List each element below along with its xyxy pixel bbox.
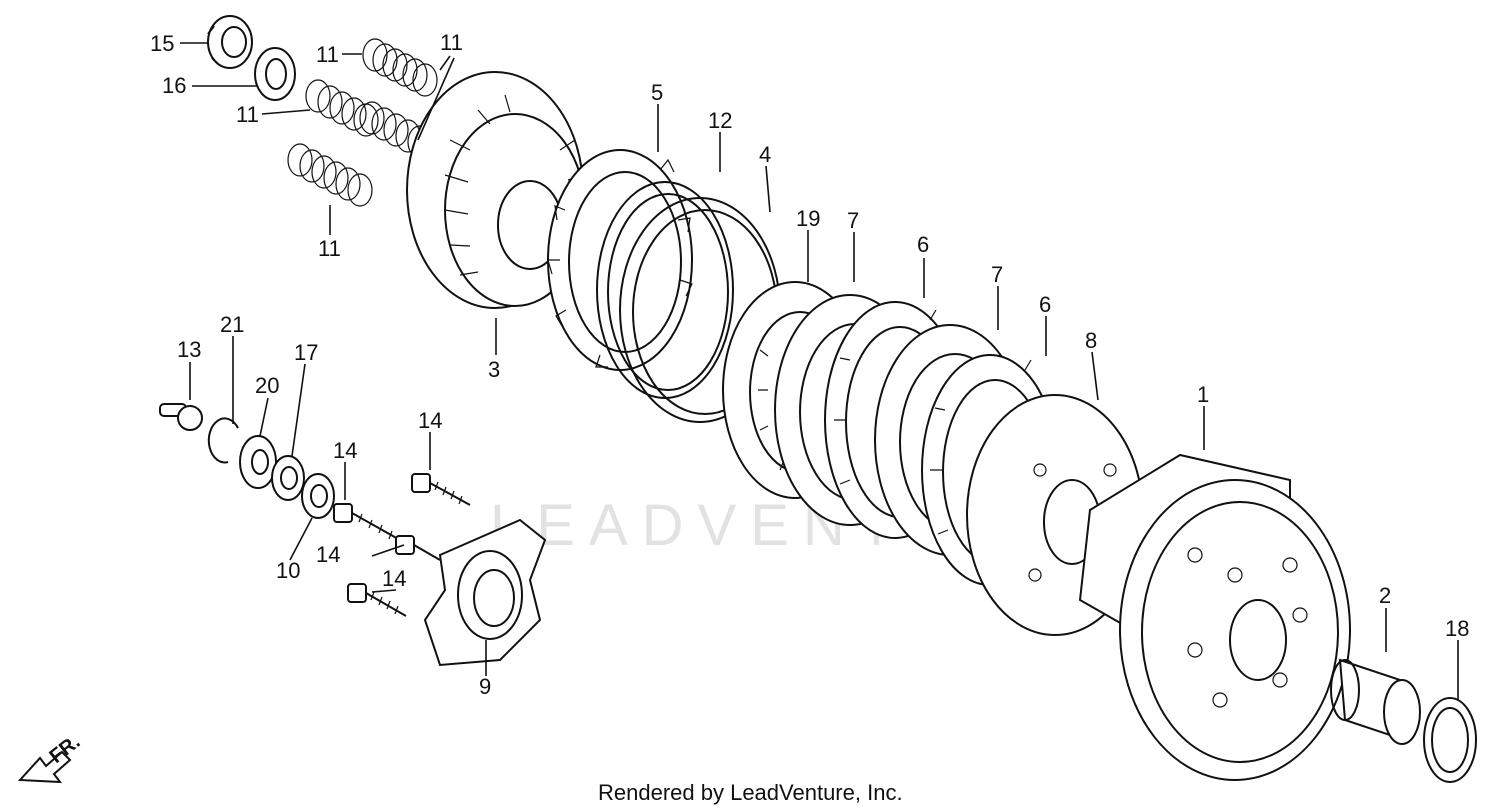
callout-11: 11 [316, 42, 339, 67]
callout-20: 20 [255, 373, 279, 398]
callout-10: 10 [276, 558, 300, 583]
front-arrow-icon [17, 750, 72, 784]
callout-16: 16 [162, 73, 186, 98]
part-15-lock-nut [207, 15, 253, 69]
callout-labels: 15 16 11 11 11 11 3 5 12 4 19 7 6 7 6 8 … [150, 30, 1469, 699]
callout-14: 14 [333, 438, 357, 463]
callout-14: 14 [316, 542, 340, 567]
callout-14: 14 [418, 408, 442, 433]
callout-11: 11 [236, 102, 259, 127]
part-21-circlip [207, 417, 239, 464]
callout-19: 19 [796, 206, 820, 231]
callout-18: 18 [1445, 616, 1469, 641]
callout-5: 5 [651, 80, 663, 105]
callout-21: 21 [220, 312, 244, 337]
part-16-washer [254, 47, 296, 101]
part-17-washer [271, 455, 305, 501]
callout-6: 6 [1039, 292, 1051, 317]
part-13-lifter-piece [159, 403, 203, 431]
part-10-washer [301, 473, 335, 519]
callout-1: 1 [1197, 382, 1209, 407]
callout-11: 11 [318, 236, 341, 261]
callout-12: 12 [708, 108, 732, 133]
callout-4: 4 [759, 142, 771, 167]
part-20-bearing [239, 435, 277, 489]
callout-14: 14 [382, 566, 406, 591]
callout-9: 9 [479, 674, 491, 699]
part-11-clutch-springs [287, 38, 438, 207]
part-2-sleeve [1330, 658, 1421, 745]
callout-11: 11 [440, 30, 463, 55]
leader-lines [180, 42, 1459, 700]
callout-15: 15 [150, 31, 174, 56]
footer-credit: Rendered by LeadVenture, Inc. [598, 780, 903, 805]
front-direction-marker: FR. [17, 731, 84, 784]
callout-3: 3 [488, 357, 500, 382]
callout-2: 2 [1379, 583, 1391, 608]
callout-7: 7 [991, 262, 1003, 287]
callout-8: 8 [1085, 328, 1097, 353]
part-1-clutch-outer [1078, 453, 1351, 781]
part-14-bolts [333, 473, 471, 617]
part-18-thrust-washer [1423, 697, 1477, 783]
part-9-lifter-plate [423, 518, 547, 667]
callout-7: 7 [847, 208, 859, 233]
callout-17: 17 [294, 340, 318, 365]
callout-13: 13 [177, 337, 201, 362]
callout-6: 6 [917, 232, 929, 257]
part-3-clutch-center [406, 71, 588, 309]
